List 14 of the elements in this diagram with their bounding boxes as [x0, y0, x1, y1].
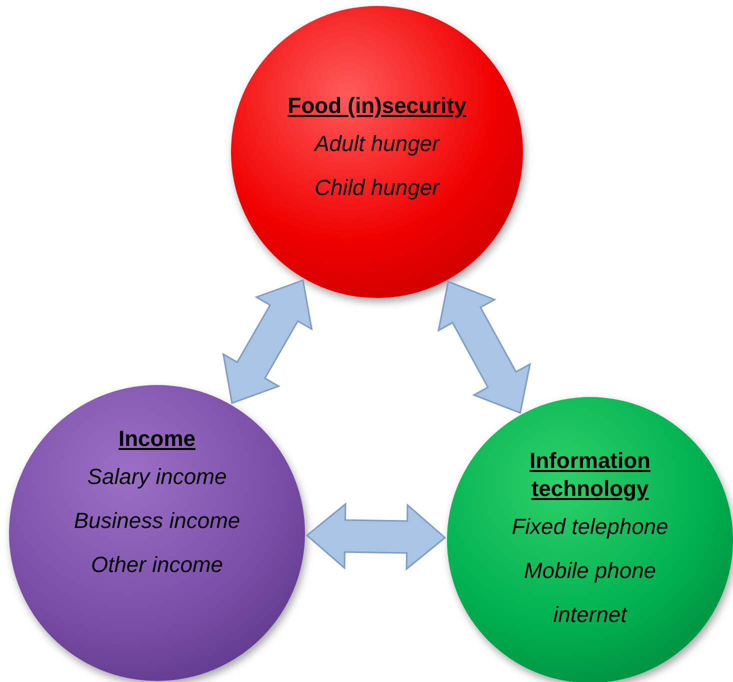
list-item: internet — [553, 601, 627, 629]
list-item: Child hunger — [314, 174, 440, 202]
double-arrow — [306, 502, 446, 571]
circle-heading: Information technology — [528, 447, 652, 503]
list-item: Other income — [90, 551, 224, 579]
list-item: Mobile phone — [524, 557, 656, 585]
circle-heading: Food (in)security — [288, 92, 466, 120]
double-arrow — [222, 279, 313, 404]
list-item: Business income — [74, 507, 240, 535]
list-item: Fixed telephone — [512, 513, 668, 541]
list-item: Salary income — [87, 463, 227, 491]
double-arrow — [437, 280, 532, 414]
circle-heading: Income — [118, 425, 196, 453]
list-item: Adult hunger — [314, 130, 440, 158]
